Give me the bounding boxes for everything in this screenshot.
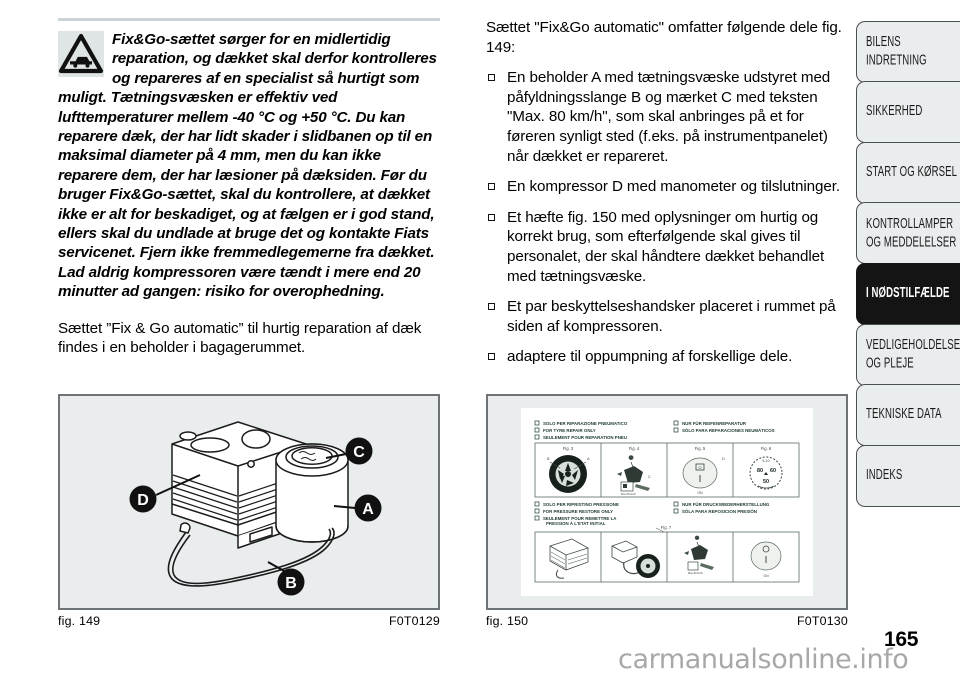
svg-text:Fig. 7: Fig. 7: [661, 525, 672, 530]
list-item-label: Et par beskyttelseshandsker placeret i r…: [507, 298, 836, 335]
svg-text:NUR FÜR REIFENREPARATUR: NUR FÜR REIFENREPARATUR: [682, 421, 747, 426]
square-bullet-icon: [488, 213, 495, 221]
site-watermark: carmanualsonline.info: [618, 644, 909, 675]
sidebar-item-label: INDEKS: [866, 466, 903, 484]
svg-text:Max 80 km/h: Max 80 km/h: [621, 492, 636, 496]
list-item: En kompressor D med manometer og tilslut…: [486, 177, 848, 197]
figure-149: C A D B fig. 149 F0T0129: [58, 394, 440, 628]
svg-text:Fig. 6: Fig. 6: [761, 446, 772, 451]
sidebar-item-kontrollamper-og-meddelelser[interactable]: KONTROLLAMPER OG MEDDELELSER: [856, 202, 960, 265]
svg-text:SEULEMENT POUR REMETTRE LA: SEULEMENT POUR REMETTRE LA: [543, 516, 617, 521]
svg-text:ON: ON: [763, 574, 769, 578]
sidebar-item-indeks[interactable]: INDEKS: [856, 444, 960, 507]
page-number: 165: [884, 628, 919, 651]
sidebar-item-i-nodstilfaelde[interactable]: I NØDSTILFÆLDE: [856, 263, 960, 326]
svg-text:Fig. 3: Fig. 3: [563, 446, 574, 451]
sidebar-item-label: KONTROLLAMPER OG MEDDELELSER: [866, 215, 957, 251]
list-item-label: adaptere til oppumpning af forskellige d…: [507, 348, 793, 366]
list-item: adaptere til oppumpning af forskellige d…: [486, 347, 848, 367]
svg-text:O: O: [698, 465, 701, 470]
svg-text:FOR TYRE REPAIR ONLY: FOR TYRE REPAIR ONLY: [543, 428, 596, 433]
figure-150-label: fig. 150: [486, 614, 529, 628]
top-rule-divider: [58, 18, 440, 21]
svg-text:Max 80 km/h: Max 80 km/h: [688, 571, 703, 575]
svg-text:80: 80: [757, 468, 763, 474]
sidebar-item-label: I NØDSTILFÆLDE: [866, 285, 950, 303]
figure-149-code: F0T0129: [389, 614, 440, 628]
list-item: En beholder A med tætningsvæske udstyret…: [486, 68, 848, 166]
svg-text:A: A: [362, 501, 374, 518]
sidebar-item-label: SIKKERHED: [866, 103, 923, 121]
figure-149-label: fig. 149: [58, 614, 101, 628]
svg-text:SOLO PER RIPRISTINO PRESSIONE: SOLO PER RIPRISTINO PRESSIONE: [543, 502, 619, 507]
square-bullet-icon: [488, 183, 495, 191]
right-column: Sættet "Fix&Go automatic" omfatter følge…: [486, 18, 848, 367]
sidebar-item-sikkerhed[interactable]: SIKKERHED: [856, 81, 960, 144]
list-item-label: Et hæfte fig. 150 med oplysninger om hur…: [507, 208, 825, 285]
sidebar-item-vedligeholdelse-og-pleje[interactable]: VEDLIGEHOLDELSE OG PLEJE: [856, 323, 960, 386]
sidebar-item-start-og-korsel[interactable]: START OG KØRSEL: [856, 141, 960, 204]
figure-150-caption: fig. 150 F0T0130: [486, 614, 848, 628]
figure-149-image: C A D B: [58, 394, 440, 610]
svg-text:Fig. 4: Fig. 4: [629, 446, 640, 451]
sidebar-item-label: BILENS INDRETNING: [866, 33, 927, 69]
warning-triangle-vehicle-icon: [58, 31, 104, 77]
svg-text:PRESSION À L'ETAT INITIAL: PRESSION À L'ETAT INITIAL: [546, 521, 606, 526]
list-item-label: En kompressor D med manometer og tilslut…: [507, 178, 840, 196]
warning-text: Fix&Go-sættet sørger for en midlertidig …: [58, 31, 437, 301]
parts-list: En beholder A med tætningsvæske udstyret…: [486, 68, 848, 367]
svg-text:Fig. 5: Fig. 5: [695, 446, 706, 451]
svg-text:SÓLA PARA REPOSICION PRESIÓN: SÓLA PARA REPOSICION PRESIÓN: [682, 509, 757, 514]
svg-text:60: 60: [770, 468, 776, 474]
list-item: Et par beskyttelseshandsker placeret i r…: [486, 297, 848, 336]
left-column: Fix&Go-sættet sørger for en midlertidig …: [58, 18, 440, 358]
svg-text:A: A: [587, 457, 590, 461]
svg-text:B: B: [547, 457, 550, 461]
figure-150: SOLO PER RIPARAZIONE PNEUMATICO FOR TYRE…: [486, 394, 848, 628]
svg-text:D: D: [722, 457, 725, 461]
figure-150-image: SOLO PER RIPARAZIONE PNEUMATICO FOR TYRE…: [486, 394, 848, 610]
svg-text:C: C: [648, 475, 651, 479]
sidebar-item-label: START OG KØRSEL: [866, 163, 958, 181]
svg-text:SÓLO PARA REPARACIONES NEUMÁTI: SÓLO PARA REPARACIONES NEUMÁTICOS: [682, 428, 775, 433]
svg-text:SEULEMENT POUR REPARATION PNEU: SEULEMENT POUR REPARATION PNEU: [543, 435, 627, 440]
svg-text:D: D: [137, 492, 149, 509]
sidebar-item-tekniske-data[interactable]: TEKNISKE DATA: [856, 384, 960, 447]
warning-callout: Fix&Go-sættet sørger for en midlertidig …: [58, 30, 440, 302]
section-navigation-sidebar[interactable]: BILENS INDRETNING SIKKERHED START OG KØR…: [856, 20, 960, 507]
sidebar-item-label: VEDLIGEHOLDELSE OG PLEJE: [866, 336, 960, 372]
svg-text:SOLO PER RIPARAZIONE PNEUMATIC: SOLO PER RIPARAZIONE PNEUMATICO: [543, 421, 628, 426]
svg-text:C: C: [353, 444, 365, 461]
svg-text:B: B: [285, 575, 297, 592]
square-bullet-icon: [488, 303, 495, 311]
left-paragraph: Sættet ”Fix & Go automatic” til hurtig r…: [58, 319, 422, 357]
svg-text:50: 50: [763, 479, 769, 485]
list-item-label: En beholder A med tætningsvæske udstyret…: [507, 69, 831, 165]
svg-text:ON: ON: [697, 491, 703, 495]
list-item: Et hæfte fig. 150 med oplysninger om hur…: [486, 208, 848, 286]
sidebar-item-label: TEKNISKE DATA: [866, 406, 942, 424]
right-intro-paragraph: Sættet "Fix&Go automatic" omfatter følge…: [486, 19, 842, 56]
square-bullet-icon: [488, 74, 495, 82]
svg-text:NUR FÜR DRUCKWIEDERHERSTELLUNG: NUR FÜR DRUCKWIEDERHERSTELLUNG: [682, 502, 770, 507]
figure-149-caption: fig. 149 F0T0129: [58, 614, 440, 628]
square-bullet-icon: [488, 353, 495, 361]
figure-150-code: F0T0130: [797, 614, 848, 628]
sidebar-item-bilens-indretning[interactable]: BILENS INDRETNING: [856, 20, 960, 83]
svg-text:FOR PRESSURE RESTORE ONLY: FOR PRESSURE RESTORE ONLY: [543, 509, 613, 514]
svg-text:5-10: 5-10: [762, 459, 769, 463]
